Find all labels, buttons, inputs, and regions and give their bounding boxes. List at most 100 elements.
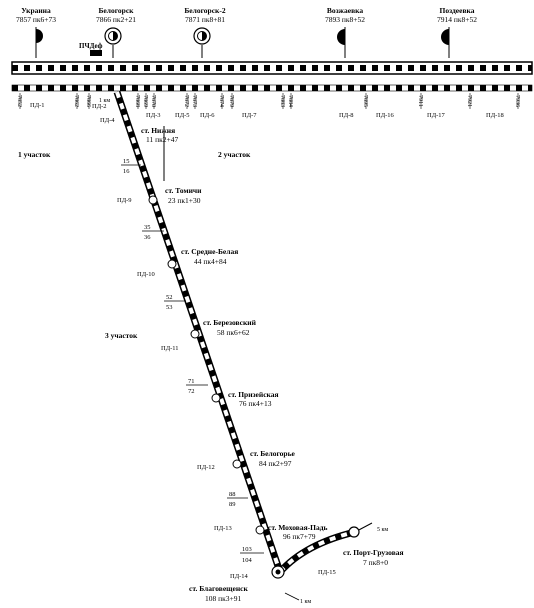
km-tick-label: 7883 [279, 95, 285, 107]
station-pk: 7914 пк8+52 [437, 15, 477, 24]
top-station-ukraina: Украина 7857 пк6+73 [16, 6, 56, 58]
boundary-marker: 71 72 [186, 378, 208, 395]
km-tick-label: 7870 [150, 95, 156, 107]
section-label: ПД-5 [175, 112, 190, 119]
station-marker-icon [148, 195, 158, 205]
line-station-labels: ст. Нижня 11 пк2+47 ст. Томичи 23 пк1+30… [141, 126, 404, 603]
boundary-top: 35 [144, 224, 151, 231]
line-sections: ПД-9 ПД-10 ПД-11 ПД-12 ПД-13 ПД-14 ПД-15 [117, 197, 336, 580]
station-pk: 7857 пк6+73 [16, 15, 56, 24]
station-marker-icon [232, 459, 242, 469]
station-pk: 7 пк8+0 [363, 558, 388, 567]
zone-label-2: 2 участок [218, 150, 251, 159]
km-tick-label: 7895 [362, 95, 368, 107]
station-name: ст. Благовещенск [189, 584, 248, 593]
station-name: ст. Белогорье [250, 449, 296, 458]
km-tick-label: 7874 [218, 95, 224, 107]
boundary-top: 71 [188, 378, 195, 385]
station-pk: 108 пк3+91 [205, 594, 242, 603]
km-tick-label: 7869 [142, 95, 148, 107]
section-label: ПД-10 [137, 271, 155, 278]
station-name: ст. Средне-Белая [181, 247, 238, 256]
signal-icon [36, 29, 43, 43]
km-1-bottom-label: 1 км [300, 599, 311, 605]
station-name: ст. Моховая-Падь [268, 523, 328, 532]
boundary-top: 103 [242, 546, 252, 553]
section-label: ПД-13 [214, 525, 232, 532]
zone-label-1: 1 участок [18, 150, 51, 159]
station-pk: 7871 пк8+81 [185, 15, 225, 24]
section-label: ПД-14 [230, 573, 249, 580]
signal-icon [441, 29, 449, 45]
top-station-belogorsk-2: Белогорск-2 7871 пк8+81 [184, 6, 226, 58]
section-label: ПД-16 [376, 112, 395, 119]
boundary-top: 52 [166, 294, 173, 301]
top-sections: ПД-1 ПД-2 ПД-4 ПД-3 ПД-5 ПД-6 ПД-7 ПД-8 … [30, 102, 504, 124]
station-pk: 76 пк4+13 [239, 399, 272, 408]
boundary-marker: 88 89 [227, 491, 248, 508]
station-name: ст. Нижня [141, 126, 175, 135]
station-pk: 84 пк2+97 [259, 459, 292, 468]
station-marker-icon [255, 525, 265, 535]
km-tick-label: 7868 [134, 95, 140, 107]
station-marker-icon [190, 329, 200, 339]
km-1-top-label: 1 км [99, 98, 110, 104]
ptcd-label: ПЧДеф [79, 42, 103, 50]
station-marker-icon [211, 393, 221, 403]
station-pk: 11 пк2+47 [146, 135, 178, 144]
station-marker-icon [348, 526, 360, 538]
section-label: ПД-15 [318, 569, 336, 576]
km-tick-label: 7873 [191, 95, 197, 107]
top-station-belogorsk: Белогорск 7866 пк2+21 [96, 6, 136, 58]
km-tick-label: 7872 [183, 95, 189, 107]
boundary-bottom: 16 [123, 168, 130, 175]
km-tick-label: 7911 [417, 95, 423, 107]
station-name: Поздеевка [440, 6, 475, 15]
station-name: Белогорск-2 [184, 6, 226, 15]
section-label: ПД-6 [200, 112, 215, 119]
station-pk: 7866 пк2+21 [96, 15, 136, 24]
section-label: ПД-1 [30, 102, 45, 109]
section-label: ПД-2 [92, 103, 107, 110]
boundary-marker: 15 16 [121, 158, 141, 175]
boundary-bottom: 89 [229, 501, 236, 508]
station-name: Белогорск [98, 6, 134, 15]
top-station-vozzhaevka: Возжаевка 7893 пк8+52 [325, 6, 365, 58]
station-name: ст. Порт-Грузовая [343, 548, 404, 557]
station-name: Возжаевка [327, 6, 363, 15]
km-tick-label: 7879 [228, 95, 234, 107]
km-ticks: 7852 7862 7866 7868 7869 7870 7872 7873 … [16, 93, 520, 109]
km-tick-label: 7884 [287, 95, 293, 107]
station-pk: 7893 пк8+52 [325, 15, 365, 24]
top-station-pozdeevka: Поздеевка 7914 пк8+52 [437, 6, 477, 58]
boundary-markers: 15 16 35 36 52 53 71 72 88 89 103 104 [121, 158, 264, 564]
section-label: ПД-4 [100, 117, 115, 124]
km-5-label: 5 км [377, 527, 388, 533]
boundary-bottom: 72 [188, 388, 195, 395]
main-track [11, 61, 533, 92]
section-label: ПД-11 [161, 345, 179, 352]
line-station-markers [148, 195, 360, 579]
km-tick-label: 7852 [16, 95, 22, 107]
zone-label-3: 3 участок [105, 331, 138, 340]
boundary-bottom: 36 [144, 234, 151, 241]
boundary-bottom: 104 [242, 557, 253, 564]
section-label: ПД-18 [486, 112, 504, 119]
station-name: ст. Березовский [203, 318, 257, 327]
km-tick-label: 7866 [85, 95, 91, 107]
km-tick-label: 7936 [514, 95, 520, 107]
signal-icon [337, 29, 345, 45]
km-tick-label: 7862 [73, 95, 79, 107]
section-label: ПД-9 [117, 197, 132, 204]
section-label: ПД-8 [339, 112, 354, 119]
station-pk: 23 пк1+30 [168, 196, 201, 205]
section-label: ПД-17 [427, 112, 446, 119]
station-pk: 58 пк6+62 [217, 328, 250, 337]
km-strip [11, 84, 533, 92]
boundary-bottom: 53 [166, 304, 173, 311]
boundary-top: 15 [123, 158, 130, 165]
section-label: ПД-3 [146, 112, 161, 119]
km-1-bottom-marker: 1 км [284, 592, 311, 605]
station-pk: 96 пк7+79 [283, 532, 316, 541]
